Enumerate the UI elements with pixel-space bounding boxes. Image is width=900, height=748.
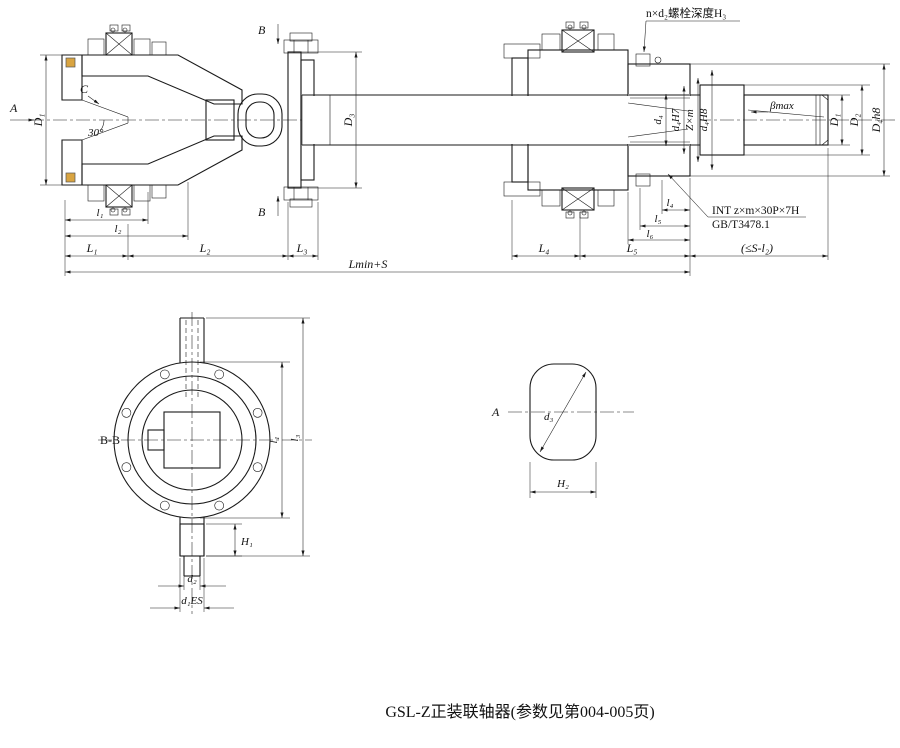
shafts xyxy=(301,84,829,156)
label-section-bb: B-B xyxy=(100,433,120,447)
label-L4: L₄ xyxy=(538,241,550,255)
label-D2: D₂ xyxy=(847,114,861,128)
label-view-a-2: A xyxy=(491,405,500,419)
horizontal-dimensions: l₁ l₂ L₁ L₂ L₃ Lmin+S l₄ l₅ l₆ L₄ L₅ (≤S… xyxy=(64,148,829,276)
label-l6: l₆ xyxy=(647,228,654,240)
label-D4h8: D₄h8 xyxy=(869,108,883,134)
label-l2: l₂ xyxy=(115,223,122,235)
label-L3: L₃ xyxy=(296,241,308,255)
shaft-section-shape xyxy=(529,363,597,461)
left-hub-bottom-hardware xyxy=(87,184,167,216)
label-c: C xyxy=(80,82,89,96)
seal-top xyxy=(65,57,76,68)
label-d4H7: d₄H7 xyxy=(670,108,682,131)
label-D1-left: D₁ xyxy=(31,114,45,128)
label-S-minus-l2: (≤S-l₂) xyxy=(741,241,773,255)
label-section-b-top: B xyxy=(258,23,266,37)
shaft-end xyxy=(743,94,829,146)
label-L5: L₅ xyxy=(626,241,638,255)
label-view-a: A xyxy=(9,101,18,115)
elastic-element xyxy=(205,93,283,147)
drawing-caption: GSL-Z正装联轴器(参数见第004-005页) xyxy=(385,703,654,721)
keyway xyxy=(147,429,165,451)
label-d3: d₃ xyxy=(544,411,554,423)
label-section-b-bottom: B xyxy=(258,205,266,219)
flange-outer-circle xyxy=(113,361,271,519)
label-l3: l₃ xyxy=(289,434,301,441)
label-Lmin-S: Lmin+S xyxy=(348,257,388,271)
view-a-shaft-section: A d₃ H₂ xyxy=(491,363,634,498)
label-l1: l₁ xyxy=(97,207,104,219)
label-l4: l₄ xyxy=(667,197,674,209)
label-D1-right: D₁ xyxy=(827,114,841,128)
left-hub-top-hardware xyxy=(87,24,167,56)
label-d4H8: d₄H8 xyxy=(698,108,710,131)
note-spline-spec-2: GB/T3478.1 xyxy=(712,219,770,231)
label-zxm: Z×m xyxy=(684,109,696,131)
right-hub-bottom-hardware xyxy=(541,187,615,219)
right-hub-top-hardware xyxy=(541,21,615,53)
vertical-dimensions: D₁ D₃ d₄ d₄H7 Z×m d₄H8 D₁ D₂ D₄h8 xyxy=(31,51,890,189)
label-L1: L₁ xyxy=(86,241,98,255)
left-hub xyxy=(61,24,243,216)
label-L2: L₂ xyxy=(199,241,211,255)
bolt-holes xyxy=(121,369,263,511)
label-H2: H₂ xyxy=(556,478,569,490)
label-d1ES: d₁ES xyxy=(181,595,203,607)
seal-bottom xyxy=(65,172,76,183)
label-D3: D₃ xyxy=(341,114,355,128)
label-angle-30: 30° xyxy=(87,127,104,139)
note-bolt-spec: n×d₂螺栓深度H₃ xyxy=(646,6,726,20)
main-view-annotations: A C 30° B B n×d₂螺栓深度H₃ INT z×m×30P×7H GB… xyxy=(9,6,806,231)
section-bb-view: B-B l₁ l₃ H₁ d₂ d₁ES xyxy=(98,312,312,614)
label-beta-max: βmax xyxy=(769,100,794,112)
label-l1-section: l₁ xyxy=(268,436,280,443)
label-l5: l₅ xyxy=(655,213,662,225)
note-spline-spec-1: INT z×m×30P×7H xyxy=(712,205,799,217)
label-d2: d₂ xyxy=(187,573,197,585)
label-d4: d₄ xyxy=(652,115,664,125)
label-H1: H₁ xyxy=(240,536,253,548)
main-assembly-view: A C 30° B B n×d₂螺栓深度H₃ INT z×m×30P×7H GB… xyxy=(9,6,895,276)
